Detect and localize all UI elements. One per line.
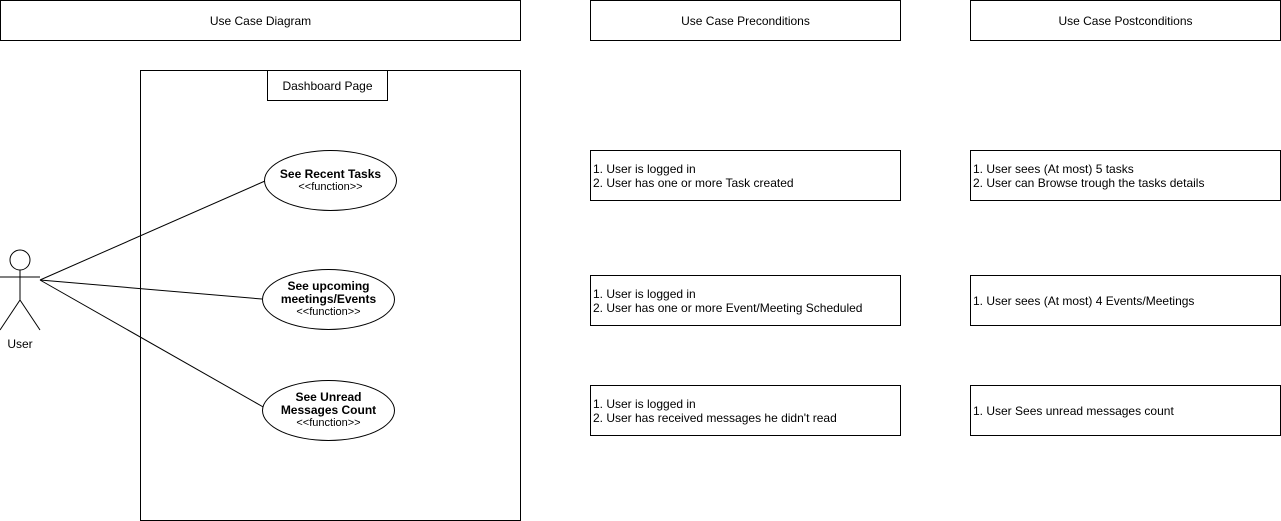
preconditions-header: Use Case Preconditions xyxy=(590,0,901,41)
precondition-line: 1. User is logged in xyxy=(593,286,696,301)
preconditions-header-label: Use Case Preconditions xyxy=(681,13,810,28)
postconditions-header: Use Case Postconditions xyxy=(970,0,1281,41)
postcondition-line: 2. User can Browse trough the tasks deta… xyxy=(973,175,1205,190)
usecase-name-line2: meetings/Events xyxy=(280,292,377,306)
postcondition-line: 1. User sees (At most) 5 tasks xyxy=(973,161,1134,176)
usecase-see-recent-tasks: See Recent Tasks <<function>> xyxy=(264,150,397,211)
actor-right-leg xyxy=(19,299,41,331)
association-line-unread-messages xyxy=(39,279,266,409)
usecase-see-upcoming-meetings: See upcoming meetings/Events <<function>… xyxy=(262,269,395,330)
use-case-diagram-header-label: Use Case Diagram xyxy=(209,13,312,28)
usecase-name-line1: See Unread xyxy=(295,390,362,404)
precondition-box-unread-messages: 1. User is logged in 2. User has receive… xyxy=(590,385,901,436)
association-line-recent-tasks xyxy=(39,180,266,281)
usecase-see-unread-messages: See Unread Messages Count <<function>> xyxy=(262,380,395,441)
precondition-box-recent-tasks: 1. User is logged in 2. User has one or … xyxy=(590,150,901,201)
usecase-stereotype: <<function>> xyxy=(296,417,361,429)
usecase-stereotype: <<function>> xyxy=(296,306,361,318)
precondition-line: 2. User has one or more Task created xyxy=(593,175,794,190)
precondition-line: 1. User is logged in xyxy=(593,161,696,176)
system-title: Dashboard Page xyxy=(267,70,388,101)
association-line-upcoming-meetings xyxy=(39,279,263,300)
postcondition-box-unread-messages: 1. User Sees unread messages count xyxy=(970,385,1281,436)
system-title-label: Dashboard Page xyxy=(282,78,373,93)
usecase-name-line1: See upcoming xyxy=(287,279,370,293)
actor-figure xyxy=(0,249,41,331)
precondition-box-upcoming-meetings: 1. User is logged in 2. User has one or … xyxy=(590,275,901,326)
actor-head xyxy=(9,249,31,271)
postcondition-line: 1. User Sees unread messages count xyxy=(973,403,1174,418)
postcondition-box-upcoming-meetings: 1. User sees (At most) 4 Events/Meetings xyxy=(970,275,1281,326)
postcondition-line: 1. User sees (At most) 4 Events/Meetings xyxy=(973,293,1195,308)
usecase-name: See Recent Tasks xyxy=(279,166,382,181)
actor-left-leg xyxy=(0,299,21,331)
precondition-line: 2. User has received messages he didn't … xyxy=(593,410,837,425)
actor-label: User xyxy=(7,337,33,351)
use-case-diagram-header: Use Case Diagram xyxy=(0,0,521,41)
postconditions-header-label: Use Case Postconditions xyxy=(1058,13,1193,28)
precondition-line: 2. User has one or more Event/Meeting Sc… xyxy=(593,300,863,315)
usecase-stereotype: <<function>> xyxy=(298,180,363,193)
precondition-line: 1. User is logged in xyxy=(593,396,696,411)
usecase-name-line2: Messages Count xyxy=(280,403,377,417)
postcondition-box-recent-tasks: 1. User sees (At most) 5 tasks 2. User c… xyxy=(970,150,1281,201)
